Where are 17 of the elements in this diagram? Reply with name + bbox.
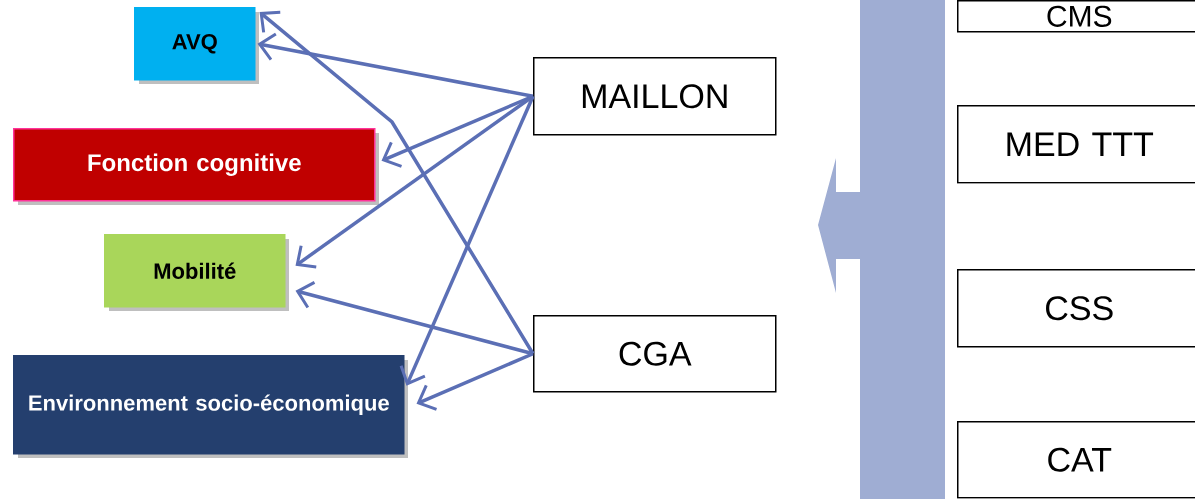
arrow (295, 281, 534, 356)
category-box: Environnement socio-économique (13, 355, 405, 455)
tool-box: MAILLON (533, 57, 777, 136)
service-box: CAT (957, 421, 1195, 499)
service-box: CSS (957, 269, 1195, 348)
tool-box: CGA (533, 315, 777, 393)
arrow (399, 95, 535, 386)
service-box: CMS (957, 0, 1195, 33)
service-box: MED TTT (957, 105, 1195, 184)
arrow (381, 94, 534, 168)
arrow (295, 94, 535, 269)
arrow (259, 10, 535, 355)
category-box: AVQ (134, 7, 256, 81)
category-box: Mobilité (104, 234, 286, 308)
category-box: Fonction cognitive (13, 128, 376, 202)
arrow (257, 32, 534, 98)
arrow (416, 352, 534, 411)
